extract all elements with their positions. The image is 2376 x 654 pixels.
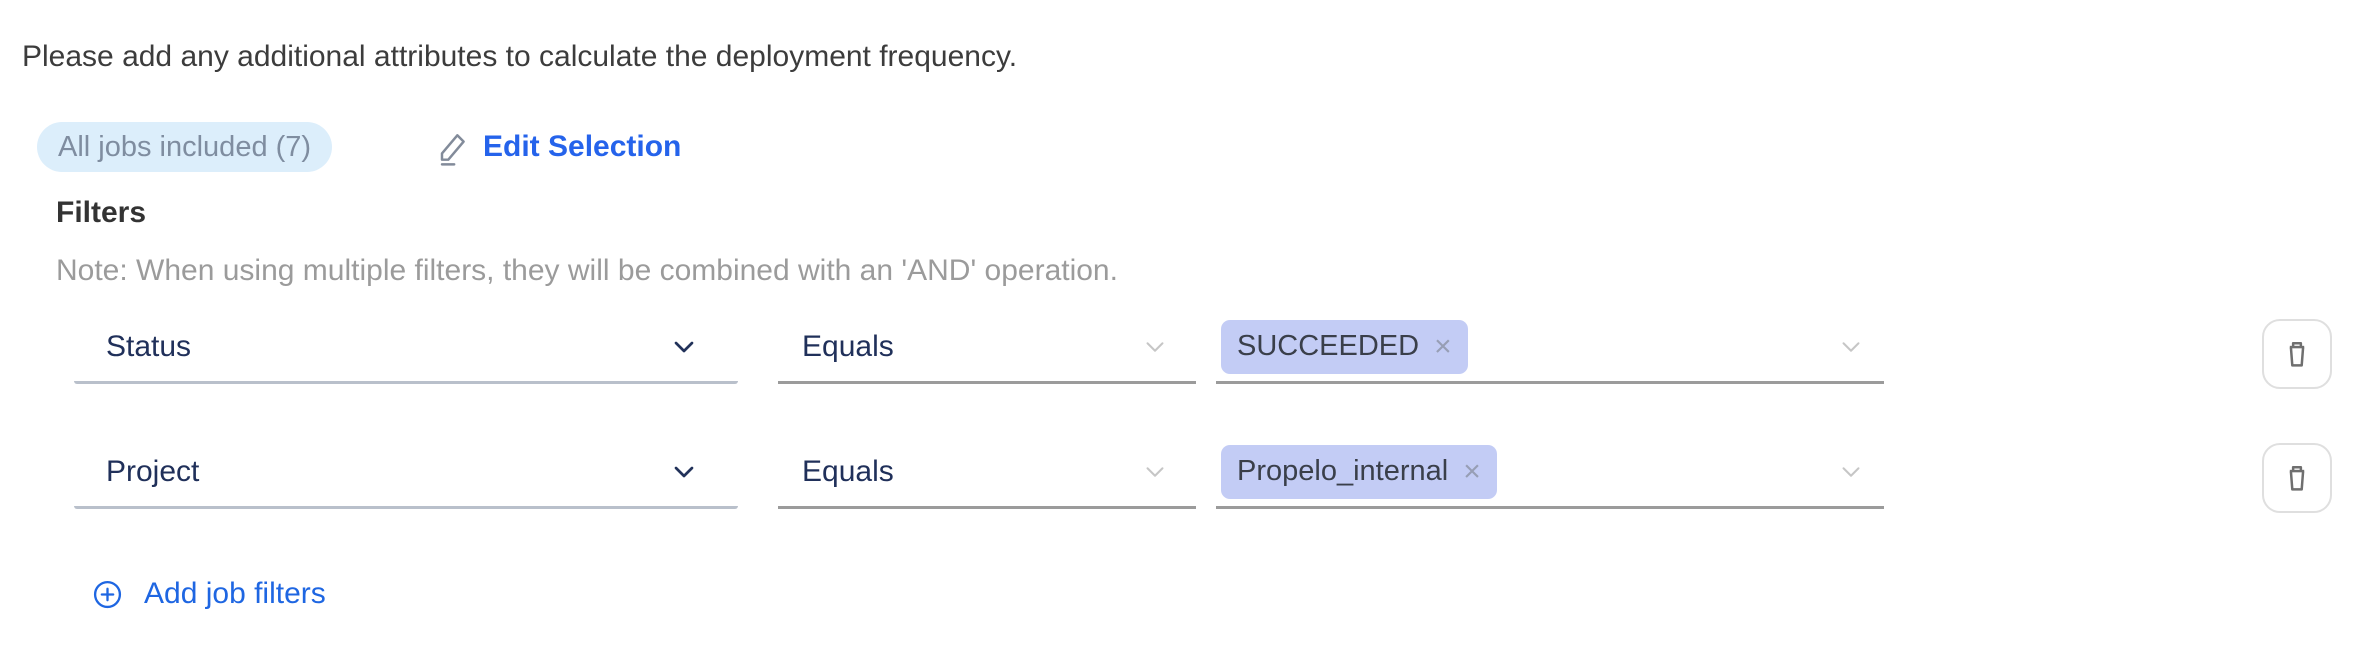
value-tag: SUCCEEDED × xyxy=(1221,319,1468,374)
chevron-down-icon xyxy=(1836,332,1866,362)
value-multiselect[interactable]: Propelo_internal × xyxy=(1216,437,1884,509)
operator-select-value: Equals xyxy=(802,329,894,363)
remove-value-icon[interactable]: × xyxy=(1463,454,1481,488)
chevron-down-icon xyxy=(1140,457,1170,487)
add-job-filters-button[interactable]: Add job filters xyxy=(92,574,326,614)
trash-icon xyxy=(2280,460,2314,496)
page-instruction: Please add any additional attributes to … xyxy=(22,40,1018,73)
filters-note: Note: When using multiple filters, they … xyxy=(56,254,1118,287)
trash-icon xyxy=(2280,336,2314,372)
chevron-down-icon xyxy=(1140,332,1170,362)
operator-select[interactable]: Equals xyxy=(778,437,1196,509)
remove-value-icon[interactable]: × xyxy=(1434,329,1452,363)
add-job-filters-label: Add job filters xyxy=(144,577,326,610)
value-tag-label: SUCCEEDED xyxy=(1237,330,1420,362)
attribute-select-value: Status xyxy=(106,329,192,363)
attribute-select-value: Project xyxy=(106,454,200,488)
edit-pencil-icon xyxy=(437,129,470,166)
chevron-down-icon xyxy=(668,456,700,488)
value-multiselect[interactable]: SUCCEEDED × xyxy=(1216,312,1884,384)
chevron-down-icon xyxy=(668,331,700,363)
delete-filter-button[interactable] xyxy=(2262,443,2332,513)
jobs-included-badge-label: All jobs included (7) xyxy=(58,130,312,163)
plus-circle-icon xyxy=(92,579,123,610)
attribute-select[interactable]: Project xyxy=(74,437,738,509)
chevron-down-icon xyxy=(1836,457,1866,487)
edit-selection-button[interactable]: Edit Selection xyxy=(437,126,681,168)
operator-select[interactable]: Equals xyxy=(778,312,1196,384)
delete-filter-button[interactable] xyxy=(2262,319,2332,389)
value-tag-label: Propelo_internal xyxy=(1237,455,1449,487)
edit-selection-label: Edit Selection xyxy=(483,130,682,163)
filters-heading: Filters xyxy=(56,196,147,229)
jobs-included-badge: All jobs included (7) xyxy=(37,122,333,172)
value-tag: Propelo_internal × xyxy=(1221,444,1497,499)
attribute-select[interactable]: Status xyxy=(74,312,738,384)
operator-select-value: Equals xyxy=(802,454,894,488)
